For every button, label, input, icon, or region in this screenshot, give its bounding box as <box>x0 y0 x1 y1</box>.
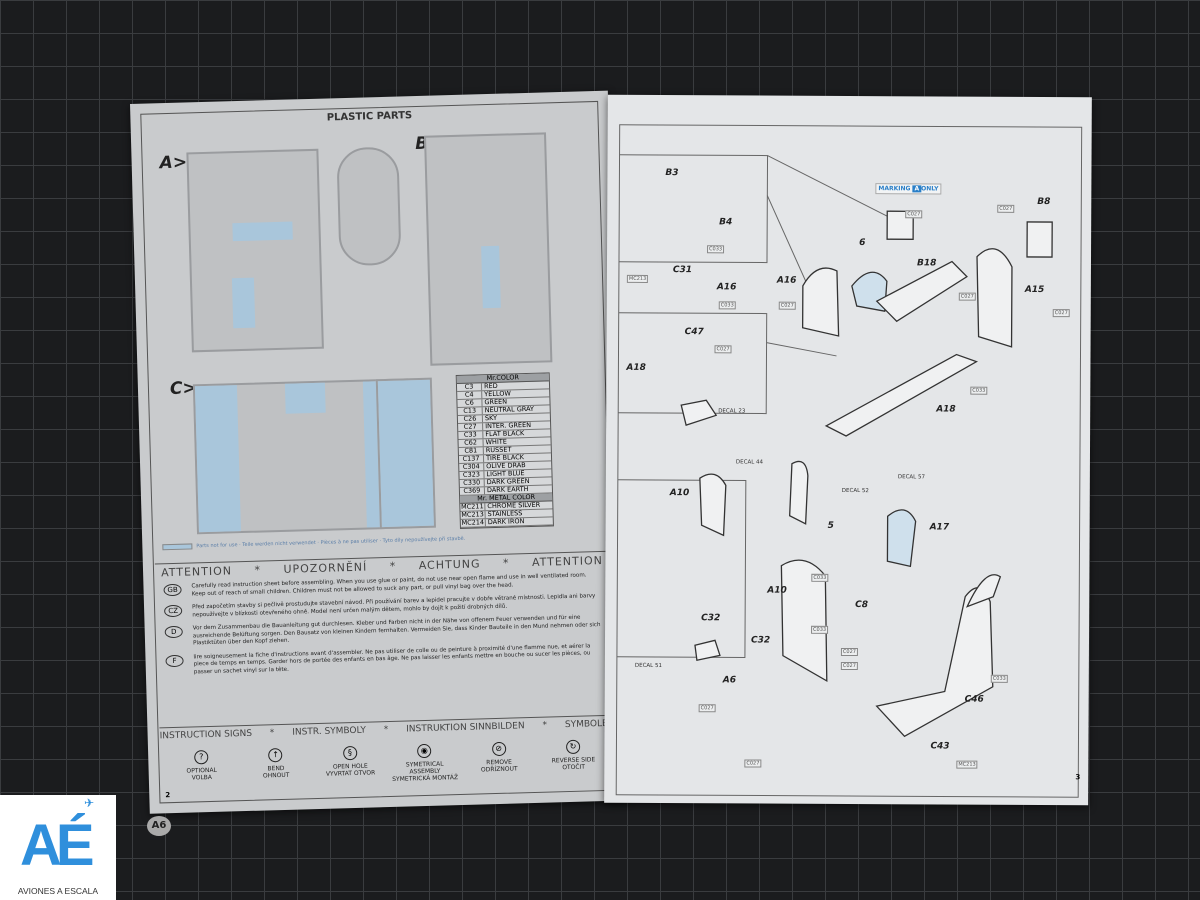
part-label: A6 <box>722 675 737 686</box>
paint-callout: C033 <box>811 573 829 582</box>
sign-label: OPEN HOLE VYVRTAT OTVOR <box>325 762 376 778</box>
sign-bend: ↑BEND OHNOUT <box>240 747 311 787</box>
part-label: 6 <box>859 238 866 249</box>
part-label: A10 <box>767 585 787 596</box>
decal-label: DECAL 52 <box>841 487 869 495</box>
logo-letters: AÉ <box>20 813 95 878</box>
decal-label: DECAL 51 <box>634 662 663 670</box>
paint-callout: C033 <box>990 674 1008 683</box>
paint-callout: C033 <box>718 301 736 310</box>
paint-callout: C027 <box>1052 309 1070 318</box>
color-name: NEUTRAL GRAY <box>484 404 535 415</box>
sign-remove: ⊘REMOVE ODŘÍZNOUT <box>464 741 535 781</box>
part-label: C46 <box>964 694 984 705</box>
sprue-b <box>424 132 553 366</box>
remove-icon: ⊘ <box>491 741 506 757</box>
language-badge: F <box>165 654 184 667</box>
sign-label: OPTIONAL VOLBA <box>186 766 217 782</box>
paint-callout: C027 <box>778 301 796 310</box>
drill-icon: § <box>342 745 358 761</box>
attention-header: ACHTUNG <box>418 557 481 573</box>
instruction-page-left: PLASTIC PARTS A> B> C> Mr.COLOR C3REDC4Y… <box>130 90 628 814</box>
symmetric-icon: ◉ <box>417 743 432 759</box>
sprue-a-label: A> <box>159 152 188 174</box>
attention-section: ATTENTION* UPOZORNĚNÍ* ACHTUNG* ATTENTIO… <box>154 550 614 729</box>
language-badge: GB <box>163 583 182 597</box>
color-code: MC214 <box>460 518 486 527</box>
decal-label: DECAL 57 <box>897 474 925 481</box>
question-icon: ? <box>194 750 209 765</box>
part-label: 5 <box>827 520 834 531</box>
page-number: 3 <box>1075 773 1081 782</box>
bend-icon: ↑ <box>268 747 283 763</box>
part-label: A17 <box>929 522 950 533</box>
sign-drill: §OPEN HOLE VYVRTAT OTVOR <box>315 745 386 785</box>
aviones-a-escala-logo: ✈ AÉ AVIONES A ESCALA <box>0 795 116 900</box>
part-label: A15 <box>1024 284 1045 296</box>
a6-sticker: A6 <box>147 816 171 836</box>
part-label: B8 <box>1037 196 1051 208</box>
reverse-icon: ↻ <box>565 739 581 755</box>
paint-callout: C027 <box>714 345 732 354</box>
paint-callout: C033 <box>811 625 829 634</box>
sign-label: SYMETRICAL ASSEMBLY SYMETRICKÁ MONTÁŽ <box>392 760 459 783</box>
color-name: DARK IRON <box>487 517 525 527</box>
paint-callout: C027 <box>744 759 762 768</box>
part-label: C32 <box>701 613 721 624</box>
part-label: A16 <box>716 282 737 293</box>
paint-callout: C027 <box>997 204 1015 213</box>
airplane-icon: ✈ <box>84 796 95 810</box>
signs-header: INSTR. SYMBOLY <box>292 725 367 738</box>
part-label: C31 <box>672 265 693 276</box>
part-label: C8 <box>855 600 869 611</box>
page-number: 2 <box>165 791 171 800</box>
attention-header: ATTENTION <box>160 564 233 580</box>
language-badge: CZ <box>164 604 183 618</box>
sprue-c-wheels <box>375 377 436 530</box>
paint-callout: C027 <box>698 704 716 713</box>
part-label: A18 <box>626 362 646 373</box>
part-label: C32 <box>750 635 771 646</box>
part-label: C47 <box>684 327 704 338</box>
part-label: C43 <box>930 741 950 752</box>
language-badge: D <box>164 625 183 639</box>
part-label: A18 <box>936 404 956 415</box>
logo-name: AVIONES A ESCALA <box>17 886 99 896</box>
sign-symmetric: ◉SYMETRICAL ASSEMBLY SYMETRICKÁ MONTÁŽ <box>389 743 460 783</box>
decal-label: DECAL 23 <box>718 408 746 415</box>
sign-label: BEND OHNOUT <box>262 764 290 780</box>
decal-label: DECAL 44 <box>735 459 764 466</box>
part-label: B4 <box>719 217 733 228</box>
sign-question: ?OPTIONAL VOLBA <box>166 749 237 789</box>
paint-callout: C033 <box>970 386 988 395</box>
part-label: B3 <box>665 168 679 179</box>
paint-callout: C033 <box>707 245 725 254</box>
sprue-canopy <box>336 146 402 267</box>
unused-swatch <box>162 543 193 551</box>
paint-callout: C027 <box>905 210 923 219</box>
sign-reverse: ↻REVERSE SIDE OTOČIT <box>538 739 609 779</box>
assembly-diagram <box>615 124 1083 798</box>
attention-header: ATTENTION <box>531 553 604 569</box>
part-label: A16 <box>776 275 797 286</box>
attention-header: UPOZORNĚNÍ <box>283 560 368 576</box>
paint-callout: C027 <box>840 661 858 671</box>
paint-callout: MC213 <box>956 760 978 769</box>
paint-callout: C027 <box>958 292 976 301</box>
sign-label: REVERSE SIDE OTOČIT <box>551 756 596 772</box>
paint-callout: C027 <box>840 647 859 657</box>
part-label: A10 <box>669 488 690 499</box>
sign-label: REMOVE ODŘÍZNOUT <box>480 758 518 774</box>
paint-callout: MC213 <box>626 274 649 283</box>
part-label: B18 <box>916 258 937 269</box>
sprue-a <box>186 148 324 353</box>
